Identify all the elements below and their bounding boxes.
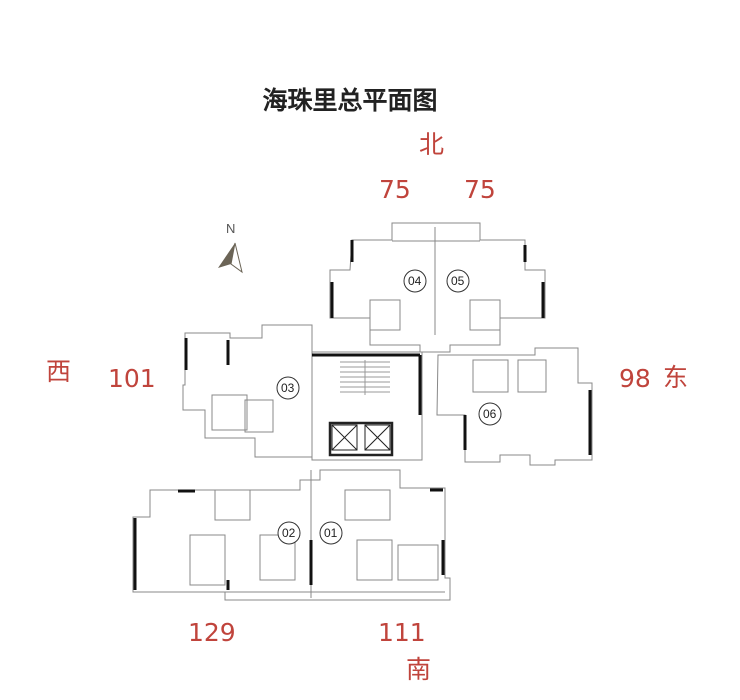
unit-01: 01 — [324, 526, 338, 540]
plan-title: 海珠里总平面图 — [262, 86, 438, 115]
elevators — [328, 421, 394, 457]
compass-label: N — [226, 221, 235, 236]
block-north — [329, 222, 546, 353]
unit-markers — [276, 269, 502, 545]
direction-north: 北 — [419, 130, 445, 159]
distance-south-left: 129 — [188, 618, 236, 647]
block-east — [436, 347, 593, 466]
direction-south: 南 — [406, 655, 432, 684]
distance-east: 98 — [619, 364, 651, 393]
unit-06: 06 — [483, 407, 497, 421]
unit-03: 03 — [281, 381, 295, 395]
north-arrow-icon: N — [218, 221, 243, 274]
distance-north-left: 75 — [379, 175, 411, 204]
unit-02: 02 — [282, 526, 296, 540]
distance-west: 101 — [108, 364, 156, 393]
stair-core — [311, 351, 423, 461]
unit-04: 04 — [408, 274, 422, 288]
distance-south-right: 111 — [378, 618, 426, 647]
unit-05: 05 — [451, 274, 465, 288]
distance-north-right: 75 — [464, 175, 496, 204]
direction-east: 东 — [663, 363, 689, 392]
block-south — [132, 469, 451, 601]
block-west — [182, 324, 313, 458]
direction-west: 西 — [46, 357, 72, 386]
